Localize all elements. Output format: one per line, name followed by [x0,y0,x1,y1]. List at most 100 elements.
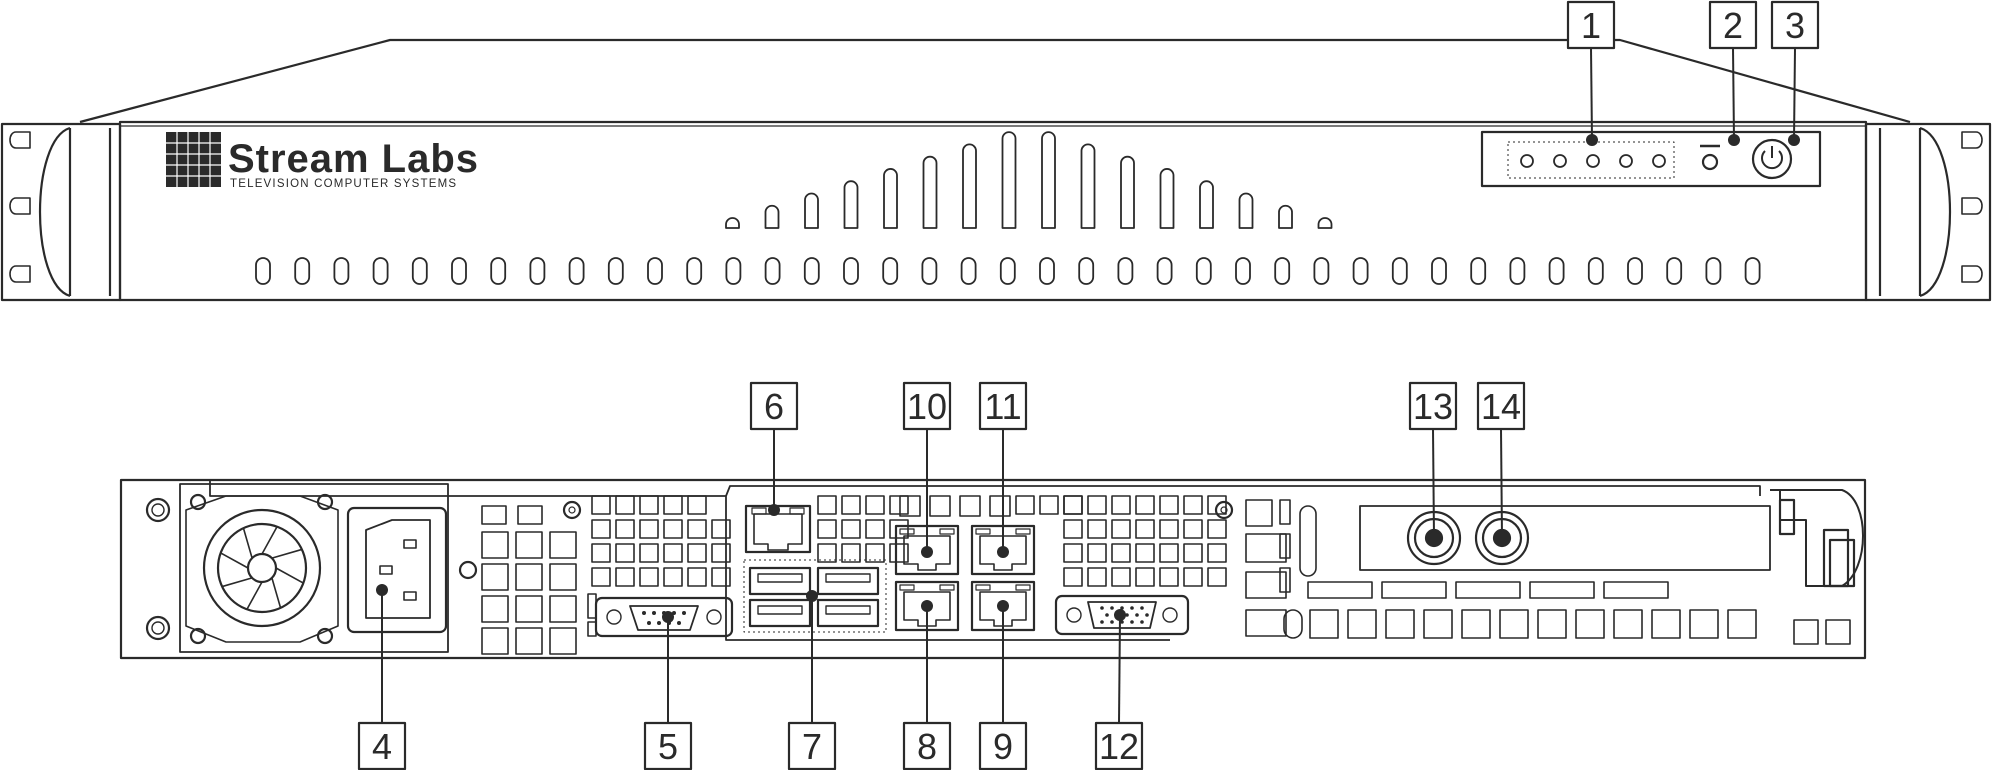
power-button[interactable] [1751,138,1793,180]
rear-vent-hole [687,519,707,539]
rear-vent-hole [1135,519,1155,539]
callout-3: 3 [1770,0,1820,50]
status-led [1652,154,1666,168]
callout-number: 13 [1413,386,1453,427]
front-bottom-vent-slot [1117,257,1134,285]
rear-vent-hole [591,567,611,587]
power-icon [1761,150,1783,170]
usb-port[interactable] [748,566,812,596]
expansion-card [1359,505,1771,571]
rear-vent-hole [1183,495,1203,515]
rear-vent-hole [481,627,509,655]
front-vent-slot [1001,131,1017,229]
rear-vent-hole [1087,495,1107,515]
front-bottom-vent-slot [1705,257,1722,285]
ac-power-inlet[interactable] [346,506,448,634]
front-vent-slot [1080,143,1096,229]
front-bottom-vent-slot [764,257,781,285]
rear-vent-hole [841,495,861,515]
usb-port[interactable] [748,598,812,628]
front-bottom-vent-slot [1744,257,1761,285]
rear-vent-hole [1063,567,1083,587]
rear-vent-hole [1039,495,1059,515]
rear-vent-hole [1063,495,1083,515]
rear-vent-hole [1111,543,1131,563]
front-bottom-vent-slot [1235,257,1251,285]
front-bottom-vent-slot [1274,257,1291,285]
rear-vent-hole [1135,495,1155,515]
front-bottom-vent-slot [1313,257,1330,285]
rear-vent-hole [549,531,577,559]
front-bottom-vent-slot [921,257,938,285]
front-vent-slot [1278,204,1293,229]
rear-vent-hole [817,519,837,539]
rear-vent-hole [1689,609,1719,639]
rear-vent-hole [687,567,707,587]
callout-number: 3 [1785,5,1805,46]
front-bottom-vent-slot [725,257,742,285]
front-bottom-vent-slot [999,257,1016,285]
front-bottom-vent-slot [1509,257,1526,285]
rear-vent-hole [1207,567,1227,587]
callout-number: 10 [907,386,947,427]
rear-vent-hole [1499,609,1529,639]
front-bottom-vent-slot [451,257,467,285]
callout-1: 1 [1566,0,1616,50]
front-vent-slot [962,143,977,229]
front-bottom-vent-slot [647,257,663,285]
rear-vent-hole [663,543,683,563]
front-bottom-vent-slot [1078,257,1095,285]
rear-vent-hole [865,495,885,515]
front-bottom-vent-slot [1039,257,1055,285]
front-bottom-vent-slot [255,257,271,285]
front-vent-slot [843,180,859,229]
rear-vent-hole [817,495,837,515]
rear-vent-hole [615,543,635,563]
rear-vent-hole [1183,519,1203,539]
front-bottom-vent-slot [843,257,859,285]
front-bottom-vent-slot [686,257,703,285]
rear-vent-hole [591,519,611,539]
callout-11: 11 [978,381,1028,431]
brand-name: Stream Labs [228,137,478,181]
status-led [1619,154,1633,168]
front-bottom-vent-slot [333,257,350,285]
rear-vent-hole [889,495,909,515]
front-bottom-vent-slot [1587,257,1604,285]
rear-vent-hole [1063,495,1083,515]
rear-vent-hole [1015,495,1035,515]
rear-chassis [119,478,1867,660]
rear-vent-hole [989,495,1011,517]
rear-vent-hole [687,543,707,563]
brand-tagline: TELEVISION COMPUTER SYSTEMS [230,178,457,190]
rear-vent-hole [1159,495,1179,515]
front-bottom-vent-slot [1352,257,1369,285]
front-bottom-vent-slot [372,257,389,285]
status-led [1586,154,1600,168]
front-vent-slot [883,168,898,229]
callout-number: 1 [1581,5,1601,46]
callout-6: 6 [749,381,799,431]
rear-vent-hole [1575,609,1605,639]
rear-vent-hole [549,563,577,591]
rear-vent-hole [1159,519,1179,539]
rear-vent-hole [481,595,509,623]
rear-vent-hole [929,495,951,517]
rear-vent-hole [639,495,659,515]
status-led-group [1507,141,1675,179]
rear-vent-hole [817,543,837,563]
front-bottom-vent-slot [1666,257,1683,285]
rear-vent-hole [481,531,509,559]
rear-vent-hole [841,519,861,539]
callout-number: 9 [993,726,1013,767]
usb-port[interactable] [816,566,880,596]
front-bottom-vent-slot [1470,257,1487,285]
rear-vent-hole [639,519,659,539]
rear-vent-hole [1087,567,1107,587]
rear-vent-hole [1159,567,1179,587]
rear-vent-hole [1385,609,1415,639]
reset-button[interactable] [1701,153,1719,171]
callout-4: 4 [357,721,407,770]
usb-port[interactable] [816,598,880,628]
callout-9: 9 [978,721,1028,770]
